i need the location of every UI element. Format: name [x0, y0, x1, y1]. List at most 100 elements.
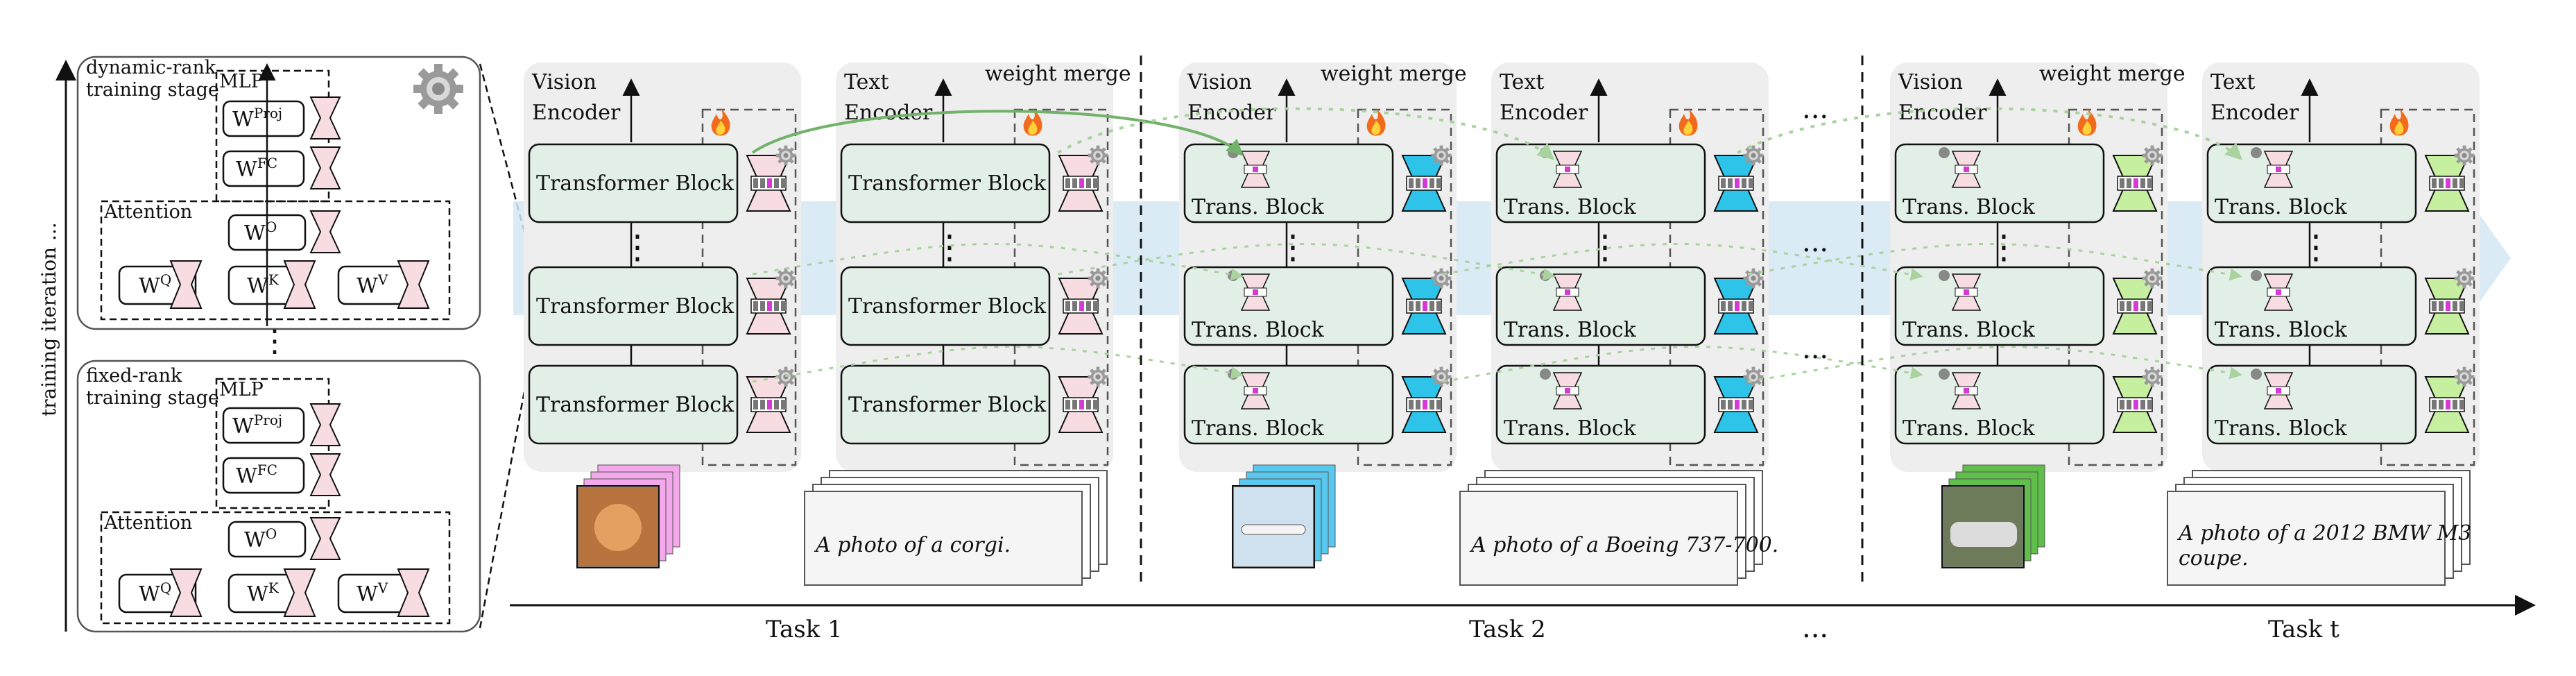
gear-icon: [1431, 145, 1452, 166]
merge-node: [2251, 270, 2262, 281]
rank-cell: [2127, 178, 2131, 188]
rank-cell: [1409, 178, 1414, 188]
rank-cell: [2133, 178, 2138, 188]
block-label: Transformer Block: [848, 393, 1047, 417]
rank-cell: [2133, 301, 2138, 311]
rank-cell: [1409, 400, 1414, 409]
caption-text: A photo of a Boeing 737-700.: [1469, 533, 1778, 557]
rank-cell: [2459, 301, 2464, 311]
rank-cell: [1079, 178, 1084, 188]
block-label: Trans. Block: [2215, 416, 2348, 441]
rank-cell: [1416, 400, 1420, 409]
merge-arrow: [1442, 242, 1923, 281]
airplane-body: [1241, 524, 1306, 535]
attention-label: Attention: [103, 201, 192, 223]
merge-arrow: [1442, 346, 1923, 383]
transformer-block: [528, 364, 739, 445]
rank-cell: [767, 178, 772, 188]
rank-cell: [781, 301, 786, 311]
ellipsis: ...: [1802, 226, 1828, 258]
vdots: ⋮: [1987, 228, 2020, 267]
caption-text: A photo of a corgi.: [814, 533, 1011, 557]
block-label: Trans. Block: [1192, 195, 1325, 219]
rank-cell: [2446, 400, 2450, 409]
fixed-stage-title: fixed-rank: [86, 365, 182, 387]
rank-cell: [2446, 301, 2450, 311]
transformer-block: [528, 266, 739, 346]
encoder-title: Encoder: [2210, 101, 2299, 125]
rank-cell: [1423, 178, 1427, 188]
rank-cell: [2446, 178, 2450, 188]
rank-cell: [1735, 400, 1740, 409]
rank-cell: [2432, 400, 2437, 409]
transformer-block: [2206, 364, 2417, 445]
rank-cell: [1072, 400, 1077, 409]
rank-cell: [760, 400, 765, 409]
rank-cell: [1721, 400, 1726, 409]
rank-cell: [1416, 178, 1420, 188]
rank-cell: [753, 178, 758, 188]
caption-task-2: A photo of a Boeing 737-700.: [1459, 470, 1778, 586]
weight-merge-label: weight merge: [1321, 62, 1467, 86]
rank-cell: [1749, 400, 1753, 409]
gear-icon: [2454, 268, 2475, 289]
w-q-label: WQ: [139, 271, 171, 298]
gear-icon: [775, 268, 796, 289]
block-label: Trans. Block: [1192, 318, 1325, 342]
rank-cell: [1072, 178, 1077, 188]
rank-cell: [1964, 167, 1969, 172]
rank-cell: [1565, 167, 1570, 172]
gear-icon: [1431, 366, 1452, 387]
adapter-column: [1357, 108, 1452, 466]
gear-icon: [1743, 366, 1764, 387]
rank-cell: [1436, 301, 1441, 311]
block-label: Trans. Block: [2215, 318, 2348, 342]
gear-icon: [413, 64, 463, 114]
w-k-label-fixed: WK: [247, 580, 280, 607]
rank-cell: [1409, 301, 1414, 311]
block-label: Transformer Block: [848, 171, 1047, 196]
rank-cell: [1565, 388, 1570, 394]
rank-cell: [1742, 301, 1746, 311]
caption-box: [2167, 491, 2446, 586]
rank-cell: [1728, 400, 1733, 409]
rank-cell: [2140, 178, 2145, 188]
rank-cell: [1964, 289, 1969, 295]
rank-cell: [1429, 400, 1434, 409]
rank-cell: [1565, 289, 1570, 295]
ellipsis: ...: [1802, 93, 1828, 125]
caption-box: [804, 491, 1083, 586]
rank-cell: [1423, 400, 1427, 409]
merge-arrow: [752, 242, 1244, 281]
w-fc-label-fixed: WFC: [236, 462, 277, 489]
rank-cell: [781, 178, 786, 188]
ellipsis: ...: [1802, 333, 1828, 365]
rank-cell: [1728, 301, 1733, 311]
merge-node: [1939, 147, 1950, 158]
rank-cell: [2147, 301, 2152, 311]
rank-cell: [1423, 301, 1427, 311]
block-label: Trans. Block: [1903, 195, 2036, 219]
transformer-block: [1894, 143, 2105, 223]
car-body: [1950, 522, 2017, 547]
rank-cell: [2127, 301, 2131, 311]
block-label: Trans. Block: [1192, 416, 1325, 441]
rank-cell: [1253, 167, 1258, 172]
encoder-title: Vision: [1898, 70, 1963, 94]
rank-cell: [2147, 178, 2152, 188]
rank-cell: [2276, 167, 2281, 172]
rank-cell: [1065, 178, 1070, 188]
transformer-block: [1495, 143, 1706, 223]
w-fc-label: WFC: [236, 155, 277, 182]
transformer-block: [1183, 364, 1394, 445]
transformer-block: [2206, 143, 2417, 223]
block-label: Trans. Block: [2215, 195, 2348, 219]
rank-cell: [1742, 178, 1746, 188]
ellipsis: ...: [1802, 612, 1828, 644]
transformer-block: [2206, 266, 2417, 346]
vdots: ⋮: [621, 228, 654, 267]
